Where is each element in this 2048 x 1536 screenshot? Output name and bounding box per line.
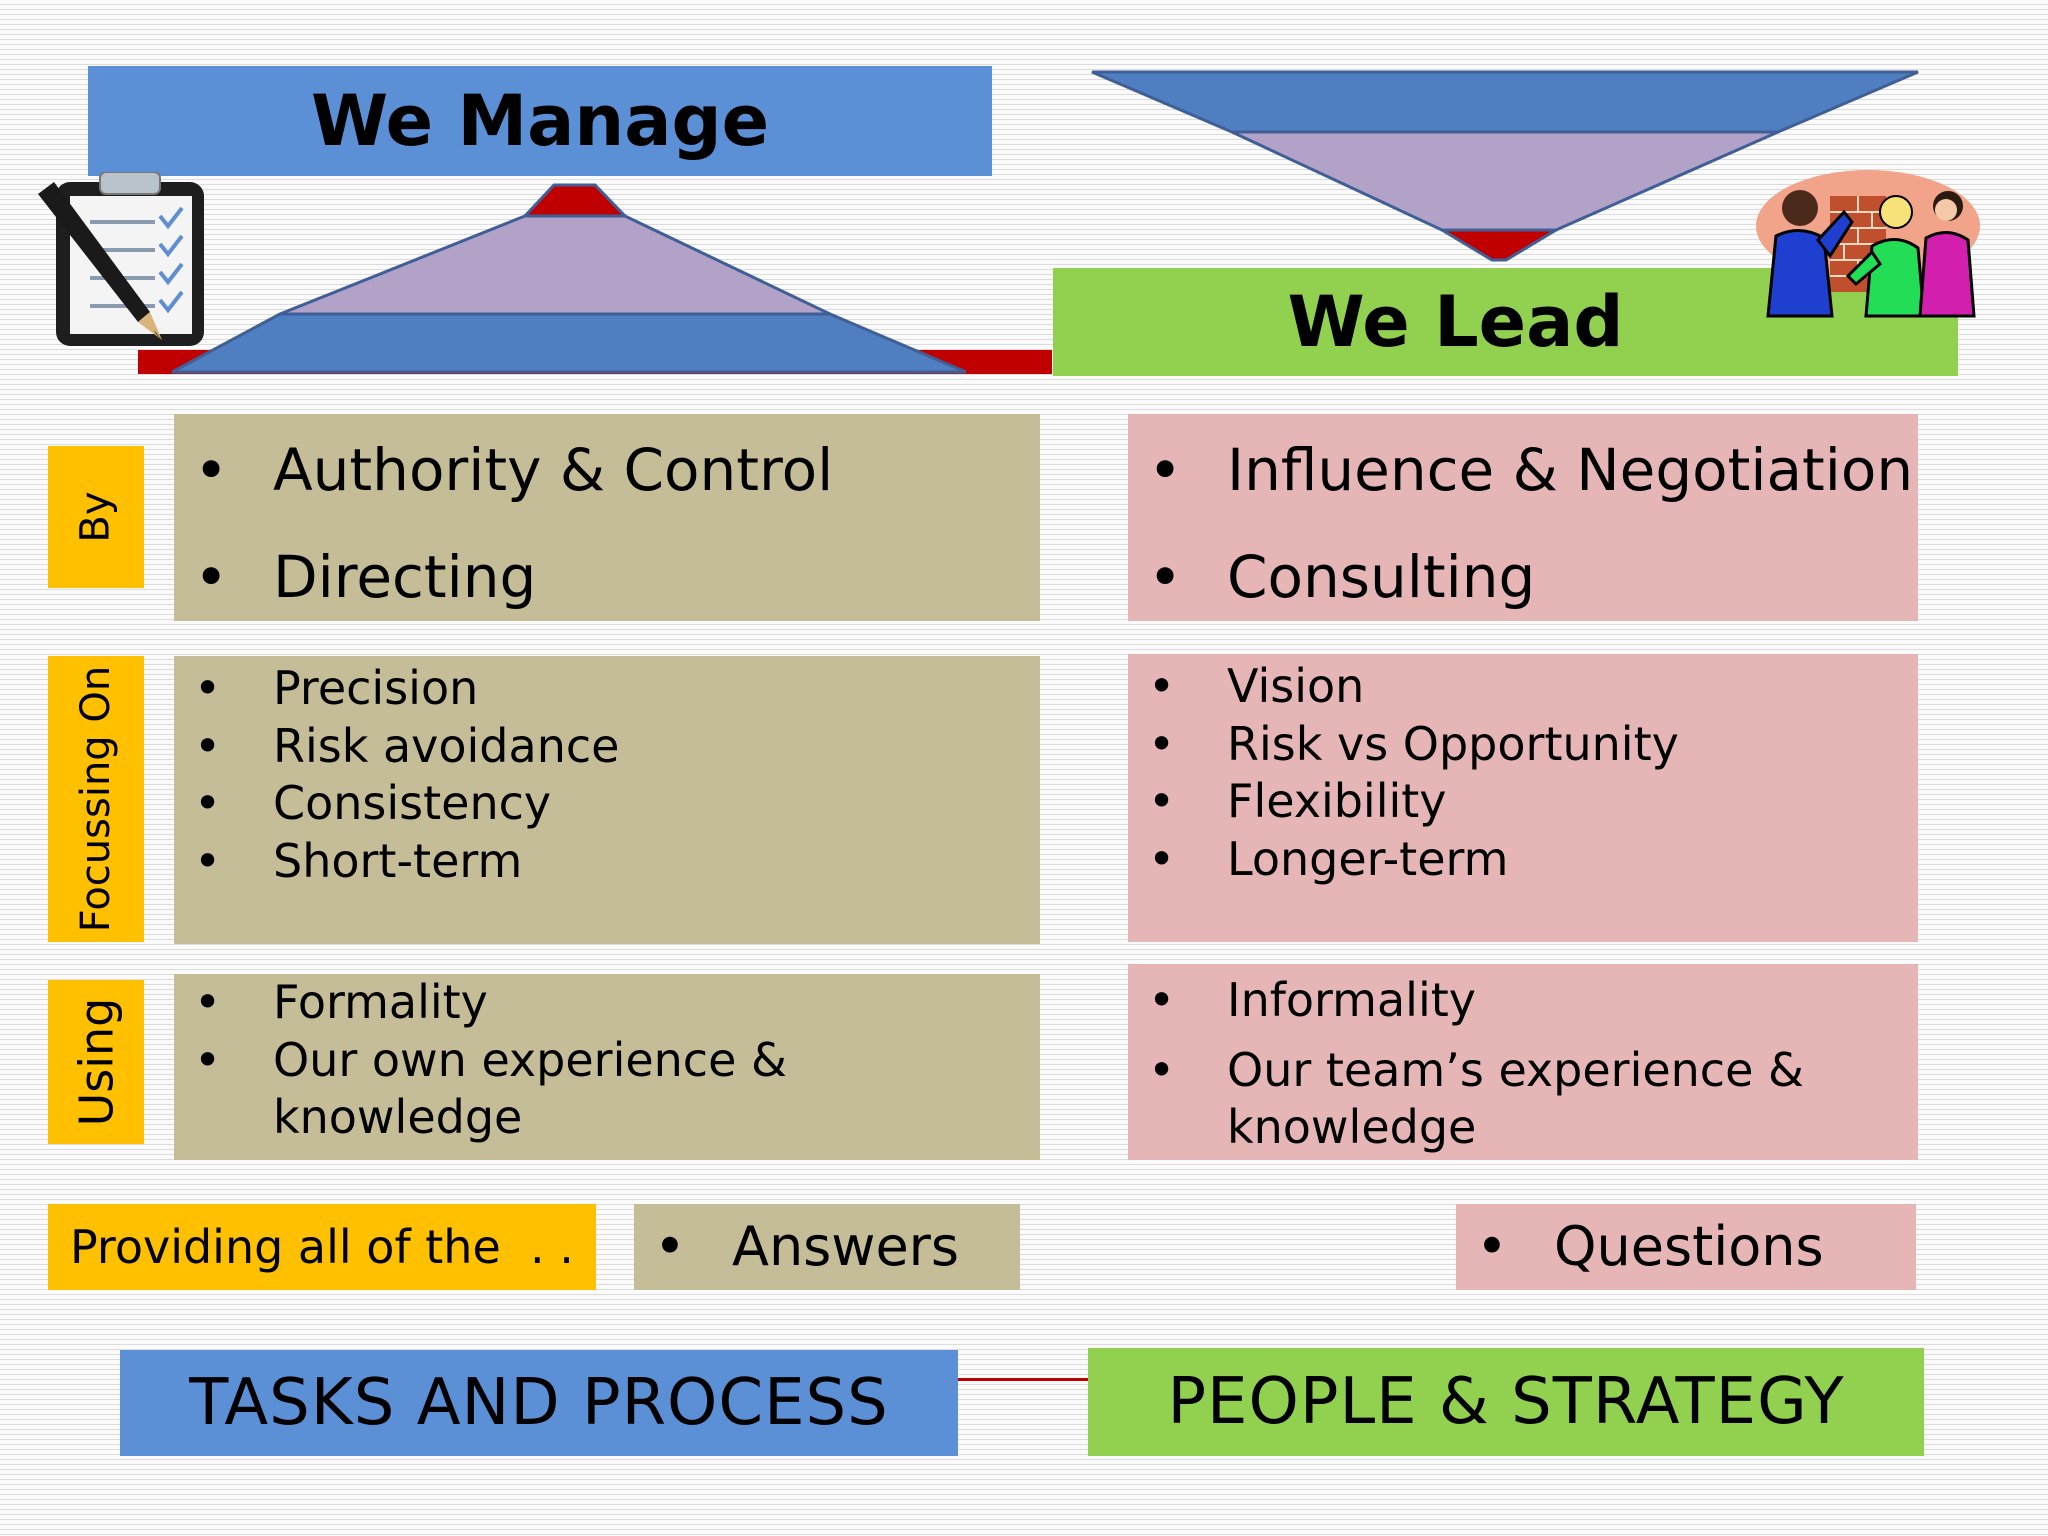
providing-label: Providing all of the . . — [48, 1204, 596, 1290]
pyramid-base-blue — [171, 312, 967, 374]
lead-by-box: Influence & Negotiation Consulting — [1128, 414, 1918, 621]
person-right — [1918, 191, 1976, 318]
list-item: Short-term — [174, 833, 1040, 891]
manage-focus-box: Precision Risk avoidance Consistency Sho… — [174, 656, 1040, 944]
row-label-using: Using — [48, 980, 144, 1144]
manage-using-box: Formality Our own experience & knowledge — [174, 974, 1040, 1160]
person-left — [1766, 190, 1854, 318]
footer-tasks-and-process: TASKS AND PROCESS — [120, 1350, 958, 1456]
manage-pyramid — [171, 183, 967, 374]
we-manage-title: We Manage — [310, 80, 770, 162]
list-item: Informality — [1128, 972, 1918, 1030]
manage-by-list: Authority & Control Directing — [174, 434, 1040, 613]
list-item: Our own experience & knowledge — [174, 1032, 1040, 1147]
list-item: Longer-term — [1128, 831, 1918, 889]
list-item: Vision — [1128, 658, 1918, 716]
list-item: Influence & Negotiation — [1128, 434, 1918, 507]
manage-focus-list: Precision Risk avoidance Consistency Sho… — [174, 660, 1040, 890]
we-manage-banner: We Manage — [88, 66, 992, 176]
questions-list: Questions — [1456, 1213, 1824, 1281]
inverted-top-blue — [1091, 70, 1919, 134]
inverted-tip-red — [1436, 228, 1562, 262]
list-item: Answers — [634, 1213, 959, 1281]
person-middle — [1845, 195, 1926, 318]
inverted-middle-lavender — [1231, 130, 1779, 232]
manage-using-list: Formality Our own experience & knowledge — [174, 974, 1040, 1147]
list-item: Our team’s experience & knowledge — [1128, 1042, 1918, 1157]
list-item: Formality — [174, 974, 1040, 1032]
list-item: Authority & Control — [174, 434, 1040, 507]
pyramid-top-red — [521, 183, 629, 218]
lead-focus-list: Vision Risk vs Opportunity Flexibility L… — [1128, 658, 1918, 888]
we-lead-title: We Lead — [1287, 281, 1624, 363]
list-item: Consistency — [174, 775, 1040, 833]
list-item: Directing — [174, 541, 1040, 614]
answers-list: Answers — [634, 1213, 959, 1281]
clipboard-checklist-icon — [38, 172, 204, 346]
lead-by-list: Influence & Negotiation Consulting — [1128, 434, 1918, 613]
questions-box: Questions — [1456, 1204, 1916, 1290]
lead-focus-box: Vision Risk vs Opportunity Flexibility L… — [1128, 654, 1918, 942]
answers-box: Answers — [634, 1204, 1020, 1290]
pyramid-middle-lavender — [279, 214, 831, 316]
footer-people-and-strategy: PEOPLE & STRATEGY — [1088, 1348, 1924, 1456]
team-people-clipart-icon — [1756, 170, 1980, 318]
list-item: Precision — [174, 660, 1040, 718]
lead-using-list: Informality Our team’s experience & know… — [1128, 972, 1918, 1157]
lead-using-box: Informality Our team’s experience & know… — [1128, 964, 1918, 1160]
list-item: Questions — [1456, 1213, 1824, 1281]
manage-by-box: Authority & Control Directing — [174, 414, 1040, 621]
footer-connector-line — [958, 1378, 1088, 1381]
row-label-by: By — [48, 446, 144, 588]
lead-inverted-pyramid — [1091, 70, 1919, 262]
list-item: Risk avoidance — [174, 718, 1040, 776]
list-item: Risk vs Opportunity — [1128, 716, 1918, 774]
list-item: Flexibility — [1128, 773, 1918, 831]
row-label-focussing-on: Focussing On — [48, 656, 144, 942]
list-item: Consulting — [1128, 541, 1918, 614]
